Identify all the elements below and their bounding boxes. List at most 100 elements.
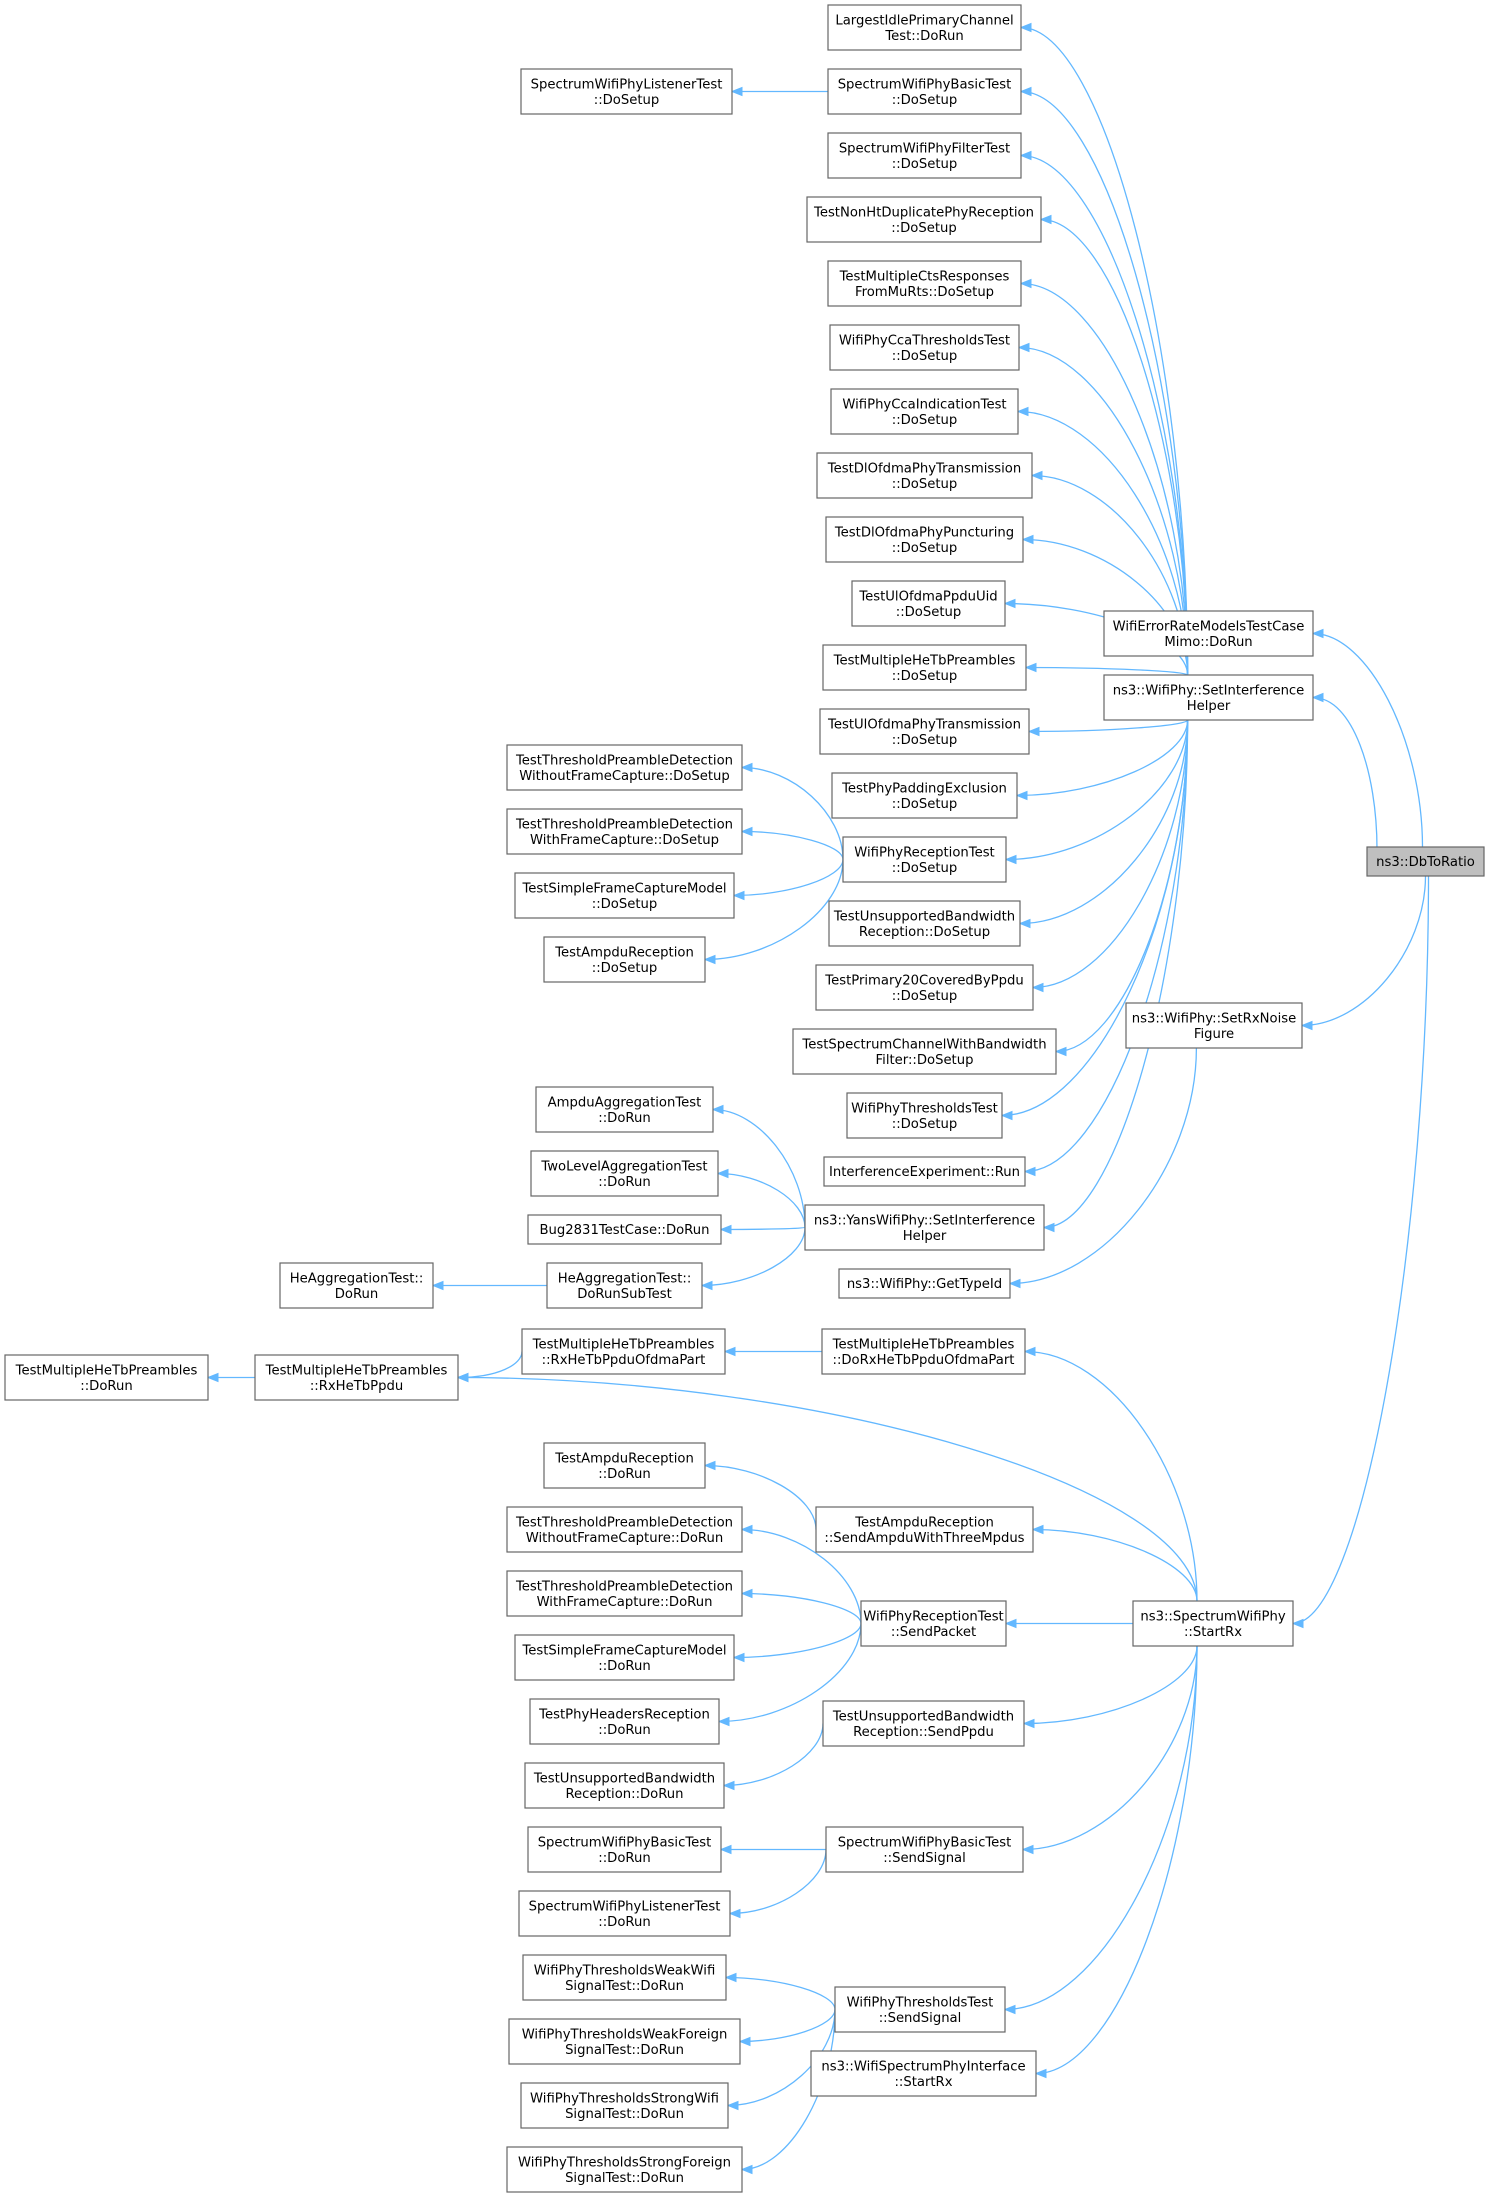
- node-box: [514, 872, 735, 919]
- node-threshold-preamble-without-dosetup[interactable]: TestThresholdPreambleDetectionWithoutFra…: [506, 744, 743, 791]
- node-label: ::DoRun: [598, 1467, 650, 1482]
- node-thresholds-sendsignal[interactable]: WifiPhyThresholdsTest::SendSignal: [834, 1986, 1006, 2033]
- node-box: [506, 2146, 743, 2193]
- node-dbtoratio[interactable]: ns3::DbToRatio: [1366, 846, 1485, 877]
- node-label: WifiPhyReceptionTest: [863, 1609, 1003, 1624]
- node-dl-ofdma-puncturing[interactable]: TestDlOfdmaPhyPuncturing::DoSetup: [825, 516, 1024, 563]
- edge-spectrum-basic-sendsignal-to-spectrum-wifiphy-startrx: [1022, 1645, 1198, 1851]
- node-simple-frame-capture-dosetup[interactable]: TestSimpleFrameCaptureModel::DoSetup: [514, 872, 735, 919]
- node-unsupported-bw-sendppdu[interactable]: TestUnsupportedBandwidthReception::SendP…: [822, 1700, 1025, 1747]
- edge-arrowhead: [206, 1372, 219, 1383]
- edge-threshold-preamble-with-dorun-to-wifiphy-reception-sendpacket: [741, 1592, 862, 1624]
- node-spectrum-basic-sendsignal[interactable]: SpectrumWifiPhyBasicTest::SendSignal: [825, 1826, 1024, 1873]
- node-wifi-spectrum-phy-interface-startrx[interactable]: ns3::WifiSpectrumPhyInterface::StartRx: [810, 2050, 1037, 2097]
- node-multiple-he-tb-rxhetbofdma[interactable]: TestMultipleHeTbPreambles::RxHeTbPpduOfd…: [521, 1328, 726, 1375]
- node-he-aggregation-dorunsubtest[interactable]: HeAggregationTest::DoRunSubTest: [546, 1262, 703, 1309]
- edge-simple-frame-capture-dosetup-to-wifiphy-reception-dosetup: [733, 859, 844, 897]
- node-ampdu-aggregation-dorun[interactable]: AmpduAggregationTest::DoRun: [535, 1086, 714, 1133]
- node-box: [506, 1570, 743, 1617]
- node-multiple-he-tb-dorxhetb[interactable]: TestMultipleHeTbPreambles::DoRxHeTbPpduO…: [821, 1328, 1026, 1375]
- edge-arrowhead: [717, 1716, 730, 1727]
- node-he-aggregation-dorun[interactable]: HeAggregationTest::DoRun: [279, 1262, 434, 1309]
- node-label: TestNonHtDuplicatePhyReception: [813, 205, 1034, 220]
- node-label: ::DoRxHeTbPpduOfdmaPart: [833, 1353, 1015, 1368]
- node-phy-headers-reception-dorun[interactable]: TestPhyHeadersReception::DoRun: [529, 1698, 720, 1745]
- node-ampdu-send-three-mpdus[interactable]: TestAmpduReception::SendAmpduWithThreeMp…: [815, 1506, 1034, 1553]
- node-interference-experiment-run[interactable]: InterferenceExperiment::Run: [823, 1156, 1026, 1187]
- node-primary20-covered[interactable]: TestPrimary20CoveredByPpdu::DoSetup: [815, 964, 1034, 1011]
- node-wifiphy-reception-dosetup[interactable]: WifiPhyReceptionTest::DoSetup: [842, 836, 1007, 883]
- node-spectrum-basic-dosetup[interactable]: SpectrumWifiPhyBasicTest::DoSetup: [827, 68, 1022, 115]
- node-spectrum-channel-bw-filter[interactable]: TestSpectrumChannelWithBandwidthFilter::…: [792, 1028, 1057, 1075]
- node-label: ::DoSetup: [892, 157, 958, 172]
- node-ul-ofdma-ppdu-uid[interactable]: TestUlOfdmaPpduUid::DoSetup: [851, 580, 1006, 627]
- node-threshold-preamble-with-dosetup[interactable]: TestThresholdPreambleDetectionWithFrameC…: [506, 808, 743, 855]
- node-wifiphy-thresholds-dosetup[interactable]: WifiPhyThresholdsTest::DoSetup: [846, 1092, 1003, 1139]
- node-wifiphy-reception-sendpacket[interactable]: WifiPhyReceptionTest::SendPacket: [860, 1600, 1007, 1647]
- edge-phy-padding-exclusion-to-wifiphy-set-interference-helper: [1016, 719, 1189, 797]
- node-ampdu-reception-dosetup[interactable]: TestAmpduReception::DoSetup: [543, 936, 706, 983]
- node-multiple-he-tb-dorun[interactable]: TestMultipleHeTbPreambles::DoRun: [4, 1354, 209, 1401]
- edge-arrowhead: [730, 86, 743, 97]
- edge-phy-headers-reception-dorun-to-wifiphy-reception-sendpacket: [718, 1623, 862, 1723]
- edge-arrowhead: [1019, 150, 1032, 161]
- node-label: Reception::DoRun: [565, 1787, 683, 1802]
- node-cca-thresholds[interactable]: WifiPhyCcaThresholdsTest::DoSetup: [829, 324, 1020, 371]
- node-box: [815, 1506, 1034, 1553]
- node-label: TestMultipleHeTbPreambles: [832, 1337, 1015, 1352]
- node-multiple-he-tb-rxhetb[interactable]: TestMultipleHeTbPreambles::RxHeTbPpdu: [254, 1354, 459, 1401]
- node-multiple-cts-responses[interactable]: TestMultipleCtsResponsesFromMuRts::DoSet…: [827, 260, 1022, 307]
- edge-arrowhead: [1300, 1020, 1313, 1031]
- node-label: SpectrumWifiPhyListenerTest: [531, 77, 723, 92]
- node-spectrum-listener-dosetup[interactable]: SpectrumWifiPhyListenerTest::DoSetup: [520, 68, 733, 115]
- node-simple-frame-capture-dorun[interactable]: TestSimpleFrameCaptureModel::DoRun: [514, 1634, 735, 1681]
- node-label: WifiPhyThresholdsTest: [851, 1101, 998, 1116]
- edge-arrowhead: [1015, 790, 1028, 801]
- edge-arrowhead: [1031, 1524, 1044, 1535]
- node-thresholds-strong-foreign[interactable]: WifiPhyThresholdsStrongForeignSignalTest…: [506, 2146, 743, 2193]
- node-label: ns3::YansWifiPhy::SetInterference: [814, 1213, 1035, 1228]
- node-phy-padding-exclusion[interactable]: TestPhyPaddingExclusion::DoSetup: [831, 772, 1018, 819]
- edge-interference-experiment-run-to-wifiphy-set-interference-helper: [1024, 719, 1189, 1173]
- edge-wifiphy-gettypeid-to-wifiphy-set-rx-noise-figure: [1009, 1047, 1198, 1285]
- node-two-level-aggregation-dorun[interactable]: TwoLevelAggregationTest::DoRun: [530, 1150, 719, 1197]
- node-unsupported-bw-dosetup[interactable]: TestUnsupportedBandwidthReception::DoSet…: [828, 900, 1021, 947]
- node-label: TestPrimary20CoveredByPpdu: [824, 973, 1023, 988]
- node-spectrum-wifiphy-startrx[interactable]: ns3::SpectrumWifiPhy::StartRx: [1132, 1600, 1294, 1647]
- node-label: ::DoRun: [598, 1723, 650, 1738]
- node-wifiphy-gettypeid[interactable]: ns3::WifiPhy::GetTypeId: [838, 1268, 1011, 1299]
- node-non-ht-duplicate[interactable]: TestNonHtDuplicatePhyReception::DoSetup: [806, 196, 1042, 243]
- node-box: [810, 2050, 1037, 2097]
- node-thresholds-strong-wifi[interactable]: WifiPhyThresholdsStrongWifiSignalTest::D…: [520, 2082, 729, 2129]
- node-multiple-he-tb-dosetup[interactable]: TestMultipleHeTbPreambles::DoSetup: [822, 644, 1027, 691]
- node-threshold-preamble-without-dorun[interactable]: TestThresholdPreambleDetectionWithoutFra…: [506, 1506, 743, 1553]
- node-box: [527, 1214, 722, 1245]
- node-thresholds-weak-wifi[interactable]: WifiPhyThresholdsWeakWifiSignalTest::DoR…: [522, 1954, 727, 2001]
- edge-cca-thresholds-to-wifiphy-set-interference-helper: [1018, 346, 1189, 676]
- node-dl-ofdma-transmission[interactable]: TestDlOfdmaPhyTransmission::DoSetup: [816, 452, 1033, 499]
- node-threshold-preamble-with-dorun[interactable]: TestThresholdPreambleDetectionWithFrameC…: [506, 1570, 743, 1617]
- node-label: ::DoSetup: [592, 897, 658, 912]
- node-box: [546, 1262, 703, 1309]
- node-spectrum-listener-dorun[interactable]: SpectrumWifiPhyListenerTest::DoRun: [518, 1890, 731, 1937]
- node-bug2831-dorun[interactable]: Bug2831TestCase::DoRun: [527, 1214, 722, 1245]
- node-spectrum-basic-dorun[interactable]: SpectrumWifiPhyBasicTest::DoRun: [527, 1826, 722, 1873]
- edge-arrowhead: [1008, 1278, 1021, 1289]
- edge-wifiphy-thresholds-dosetup-to-wifiphy-set-interference-helper: [1001, 719, 1189, 1117]
- node-ul-ofdma-transmission[interactable]: TestUlOfdmaPhyTransmission::DoSetup: [819, 708, 1030, 755]
- edge-thresholds-weak-foreign-to-thresholds-sendsignal: [739, 2009, 836, 2043]
- node-spectrum-filter-dosetup[interactable]: SpectrumWifiPhyFilterTest::DoSetup: [827, 132, 1022, 179]
- node-label: WifiPhyThresholdsStrongWifi: [530, 2091, 719, 2106]
- node-thresholds-weak-foreign[interactable]: WifiPhyThresholdsWeakForeignSignalTest::…: [508, 2018, 741, 2065]
- node-ampdu-reception-dorun[interactable]: TestAmpduReception::DoRun: [543, 1442, 706, 1489]
- edge-arrowhead: [1311, 628, 1324, 639]
- node-label: ::DoRun: [80, 1379, 132, 1394]
- node-cca-indication[interactable]: WifiPhyCcaIndicationTest::DoSetup: [830, 388, 1019, 435]
